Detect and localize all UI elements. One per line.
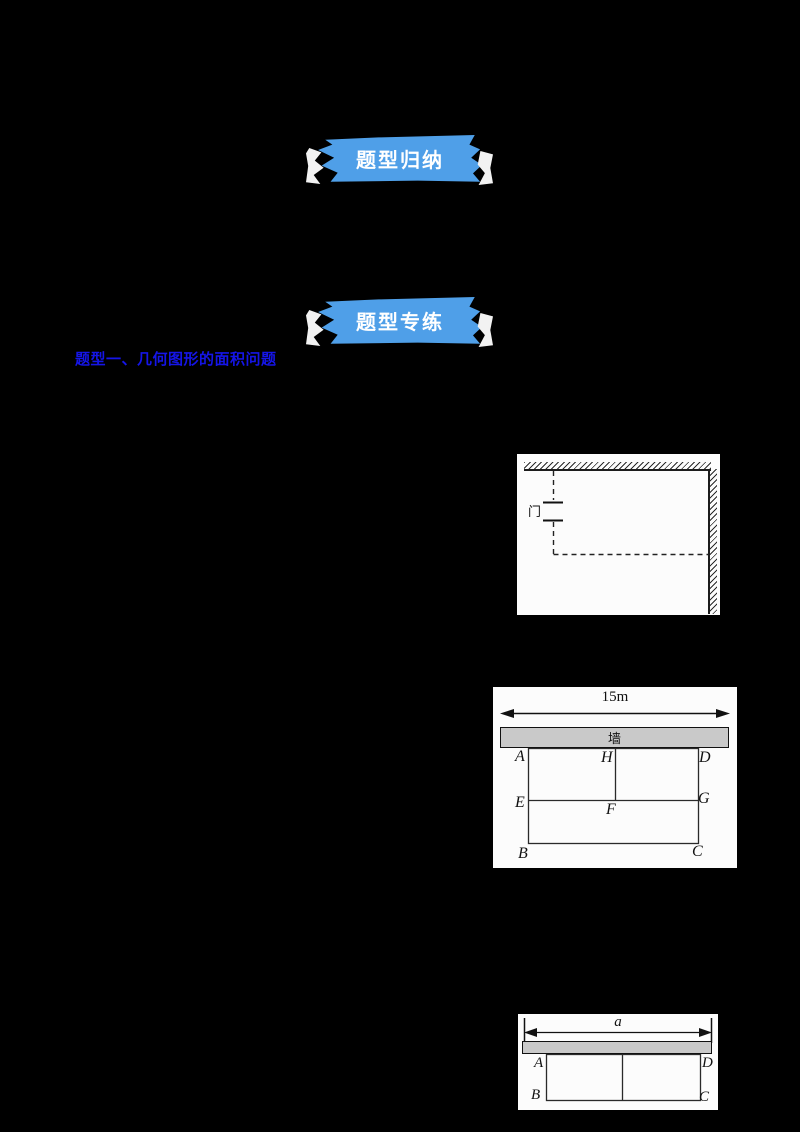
vertex-label-a: A	[515, 748, 525, 765]
banner-label: 题型归纳	[356, 149, 444, 172]
figure-door-fence: 门	[517, 454, 720, 615]
wall-bar: 墙	[500, 727, 729, 748]
vertex-label-f: F	[606, 801, 616, 818]
width-dimension-label: 15m	[601, 689, 629, 705]
ribbon-tape	[318, 297, 482, 344]
section-heading: 题型一、几何图形的面积问题	[75, 351, 277, 368]
vertex-label-b: B	[518, 845, 528, 862]
wall-label: 墙	[607, 731, 621, 746]
banner-type-summary: 题型归纳	[306, 129, 493, 189]
wall-right-hatch	[708, 469, 717, 614]
banner-label: 题型专练	[356, 311, 444, 334]
vertex-label-d: D	[699, 749, 711, 766]
vertex-label-c: C	[699, 1089, 710, 1105]
wall-top-hatch	[524, 462, 711, 471]
ribbon-tape	[318, 135, 482, 182]
wall-bar	[522, 1041, 712, 1054]
banner-type-practice: 题型专练	[306, 291, 493, 351]
fence-dashed-lines	[543, 471, 709, 556]
wall-a-geometry	[523, 1018, 713, 1102]
figure-pens: 15m 墙 A H D E G F B C	[493, 687, 737, 868]
vertex-label-a: A	[534, 1055, 544, 1071]
door-label: 门	[528, 504, 542, 519]
vertex-label-h: H	[601, 749, 613, 766]
vertex-label-g: G	[698, 790, 710, 807]
figure-wall-a: a A D B C	[518, 1014, 718, 1110]
pens-geometry	[500, 709, 730, 845]
vertex-label-e: E	[515, 794, 525, 811]
width-dimension-label: a	[614, 1014, 622, 1030]
vertex-label-c: C	[692, 843, 703, 860]
vertex-label-d: D	[702, 1055, 713, 1071]
vertex-label-b: B	[531, 1087, 541, 1103]
